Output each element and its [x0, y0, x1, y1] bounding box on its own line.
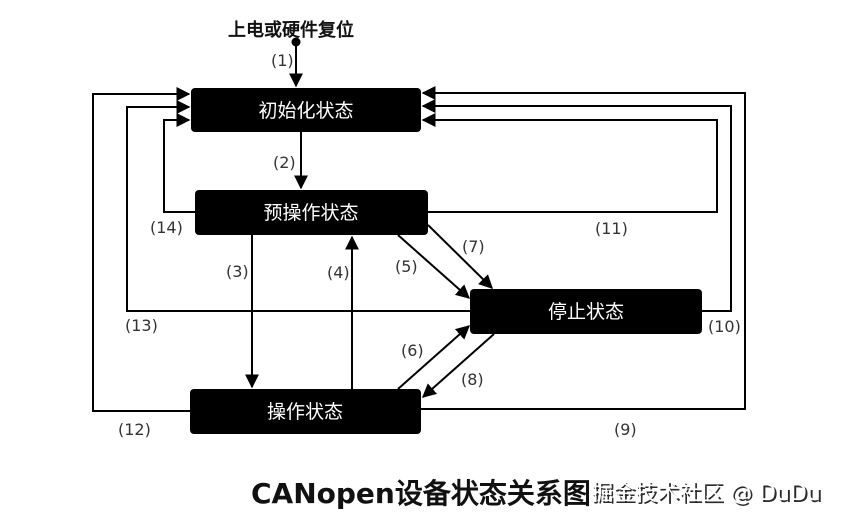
power-on-dot — [291, 37, 301, 47]
edge-label-9: (9) — [614, 420, 637, 439]
edge-9 — [421, 86, 746, 410]
state-stopped-label: 停止状态 — [548, 301, 624, 323]
edge-14 — [163, 113, 195, 213]
edge-label-14: (14) — [150, 218, 183, 237]
state-preop: 预操作状态 — [195, 190, 428, 235]
edge-label-1: (1) — [271, 51, 294, 70]
edge-label-2: (2) — [273, 153, 296, 172]
state-operational: 操作状态 — [190, 389, 421, 434]
edge-8 — [421, 333, 495, 398]
edge-label-10: (10) — [708, 317, 741, 336]
state-preop-label: 预操作状态 — [263, 202, 358, 224]
state-operational-label: 操作状态 — [267, 401, 343, 423]
state-init-label: 初始化状态 — [258, 100, 353, 122]
edge-label-11: (11) — [595, 219, 628, 238]
edge-label-13: (13) — [125, 316, 158, 335]
edge-label-8: (8) — [461, 370, 484, 389]
state-stopped: 停止状态 — [470, 289, 702, 334]
watermark-shadow: 掘金技术社区 @ DuDu — [593, 483, 823, 508]
state-init: 初始化状态 — [191, 88, 421, 132]
edge-label-7: (7) — [462, 237, 485, 256]
edge-label-5: (5) — [395, 257, 418, 276]
edge-label-4: (4) — [327, 263, 350, 282]
edge-7 — [427, 224, 493, 289]
edge-label-6: (6) — [401, 341, 424, 360]
edge-11 — [421, 113, 718, 213]
diagram-title: CANopen设备状态关系图 — [251, 477, 591, 510]
watermark: 掘金技术社区 @ DuDu — [591, 481, 821, 506]
edge-13 — [126, 100, 470, 312]
edge-6 — [397, 325, 471, 390]
power-on-label: 上电或硬件复位 — [228, 19, 354, 41]
edge-5 — [397, 234, 471, 299]
edge-12 — [92, 87, 191, 412]
edge-10 — [421, 99, 732, 312]
edge-label-12: (12) — [118, 420, 151, 439]
edge-label-3: (3) — [226, 262, 249, 281]
